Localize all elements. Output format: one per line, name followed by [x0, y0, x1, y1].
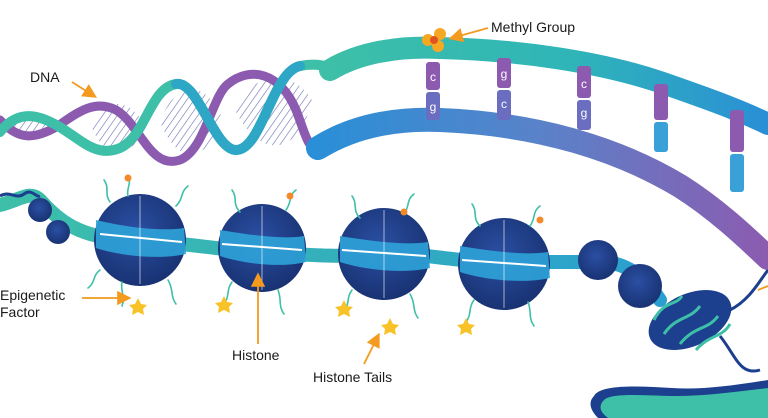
base-pair-1-top: c — [430, 70, 436, 84]
base-pair-1: c g — [426, 62, 440, 120]
condensed-chromatin — [648, 269, 768, 373]
histone-label: Histone — [232, 347, 280, 363]
top-strand — [319, 36, 768, 135]
small-bead-3 — [578, 240, 618, 280]
small-bead-1 — [28, 198, 52, 222]
coil-left — [0, 190, 41, 198]
nucleosome-2 — [218, 204, 306, 292]
dna-label: DNA — [30, 69, 60, 85]
base-pair-3-bottom: g — [581, 106, 588, 120]
base-pair-3-top: c — [581, 77, 587, 91]
histone-tails-label: Histone Tails — [313, 369, 393, 385]
small-bead-4 — [618, 264, 662, 308]
base-pair-2-bottom: c — [501, 97, 507, 111]
helix-lobe-3 — [160, 89, 222, 155]
helix-front-strand-highlight — [171, 61, 305, 156]
nucleosome-1 — [94, 194, 186, 286]
base-pair-4 — [654, 84, 668, 152]
base-pair-1-bottom: g — [430, 100, 437, 114]
chromatin-fiber — [0, 174, 768, 373]
epigenetic-factor-marks — [129, 296, 475, 335]
nucleosome-4 — [458, 218, 550, 310]
epigenetic-factor-label: Epigenetic Factor — [0, 287, 65, 321]
nucleosome-methyl-marks — [124, 174, 544, 224]
methyl-group-label: Methyl Group — [491, 19, 576, 35]
label-arrows — [71, 27, 768, 365]
chromosome-arrow — [757, 285, 768, 291]
nucleosome-3 — [338, 208, 430, 300]
dna-arrow — [71, 81, 98, 98]
histone-tails — [87, 175, 541, 327]
epigenetic-factor-label-line1: Epigenetic — [0, 287, 66, 303]
base-pair-3: c g — [577, 66, 591, 130]
dna-double-helix — [0, 59, 345, 166]
small-bead-2 — [46, 220, 70, 244]
histone-tails-arrow — [363, 332, 380, 365]
methyl-group-arrow — [448, 27, 489, 43]
base-pair-2: g c — [497, 58, 511, 120]
chromosome-shape-inner — [600, 388, 768, 418]
epigenetic-factor-label-line2: Factor — [0, 304, 40, 320]
unwound-dna: c g g c c g — [306, 36, 768, 270]
bottom-strand — [306, 107, 768, 270]
linker-dna — [0, 188, 667, 307]
methyl-group-icon — [422, 28, 446, 52]
base-pair-5 — [730, 110, 744, 192]
base-pair-2-top: g — [501, 67, 508, 81]
